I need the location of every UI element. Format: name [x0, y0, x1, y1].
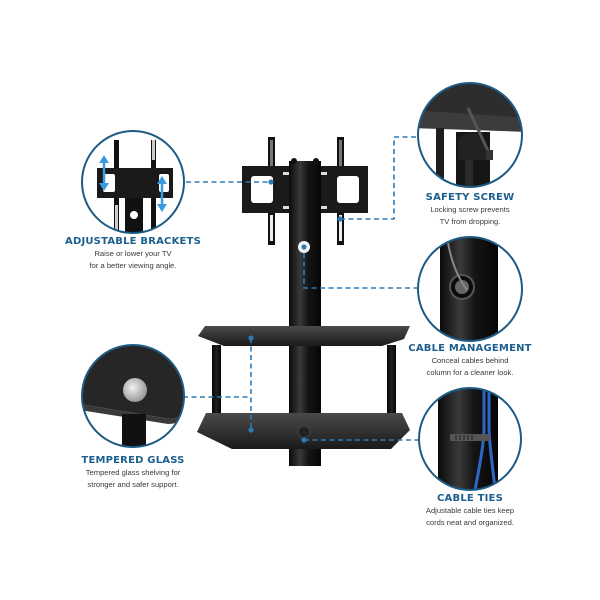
cable-tie-icon: [418, 387, 522, 491]
feature-title: ADJUSTABLE BRACKETS: [65, 236, 201, 247]
feature-desc-line2: stronger and safer support.: [87, 480, 179, 489]
feature-desc-line2: column for a cleaner look.: [426, 368, 514, 377]
feature-title: TEMPERED GLASS: [81, 455, 185, 466]
connector-safety-screw: [340, 136, 418, 220]
top-glass-shelf: [198, 326, 410, 346]
feature-title: SAFETY SCREW: [425, 192, 515, 203]
feature-desc-line1: Tempered glass shelving for: [85, 468, 181, 477]
feature-desc-line2: TV from dropping.: [439, 217, 501, 226]
feature-title: CABLE TIES: [437, 493, 503, 504]
feature-desc-line1: Raise or lower your TV: [94, 249, 172, 258]
glass-shelf-corner-icon: [81, 344, 185, 448]
connector-lines: [183, 136, 418, 441]
locking-screw-icon: [417, 82, 523, 188]
feature-cable-ties: CABLE TIES Adjustable cable ties keep co…: [400, 493, 540, 528]
bracket-with-arrows-icon: [81, 130, 185, 234]
feature-title: CABLE MANAGEMENT: [408, 343, 532, 354]
feature-desc-line2: cords neat and organized.: [426, 518, 514, 527]
feature-desc-line1: Locking screw prevents: [430, 205, 510, 214]
feature-adjustable-brackets: ADJUSTABLE BRACKETS Raise or lower your …: [52, 236, 214, 271]
feature-desc-line1: Adjustable cable ties keep: [425, 506, 515, 515]
feature-tempered-glass: TEMPERED GLASS Tempered glass shelving f…: [58, 455, 208, 490]
feature-desc-line1: Conceal cables behind: [431, 356, 509, 365]
cable-port-icon: [417, 236, 523, 342]
connector-dots: [248, 179, 343, 443]
feature-desc-line2: for a better viewing angle.: [89, 261, 177, 270]
feature-cable-management: CABLE MANAGEMENT Conceal cables behind c…: [400, 343, 540, 378]
tv-stand: [197, 137, 410, 466]
feature-safety-screw: SAFETY SCREW Locking screw prevents TV f…: [400, 192, 540, 227]
connector-cable-management: [303, 253, 418, 289]
